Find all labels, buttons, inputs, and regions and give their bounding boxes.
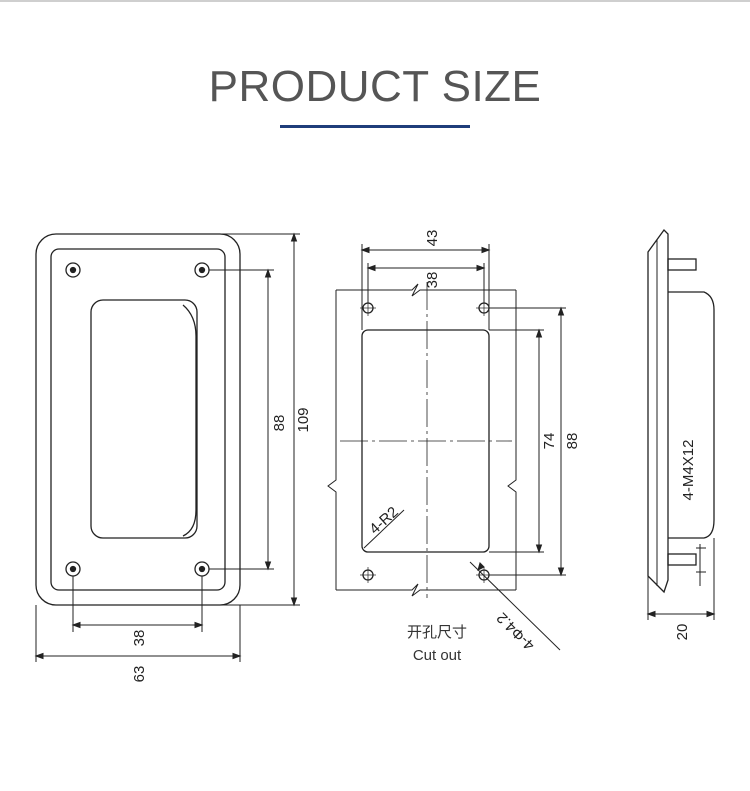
panel-bottom-break-line [336,583,516,597]
panel-right-break-line [507,290,517,590]
cutout-opening-height-label: 74 [541,433,558,450]
front-recess [90,299,198,539]
thread-spec-label: 4-M4X12 [680,440,697,501]
cutout-hole [360,300,492,583]
page-title: PRODUCT SIZE [208,62,542,111]
hole-diameter-label: 4-Φ4.2 [493,609,538,654]
top-divider-line [0,0,750,2]
front-recess-lip [182,304,197,537]
panel-top-break-line [336,283,516,297]
front-inner-frame [50,248,226,591]
mounting-hole [65,262,210,577]
front-outer-frame [35,233,241,606]
side-flange [647,229,669,594]
cutout-opening [361,329,490,553]
cutout-hole-spacing-h-label: 38 [424,272,441,289]
side-depth-label: 20 [674,624,691,641]
corner-radius-label: 4-R2 [366,503,402,537]
cutout-view: 43 38 74 88 4-R2 4-Φ4.2 开孔尺寸 Cut out [327,230,581,664]
cutout-caption-english: Cut out [413,647,462,664]
title-underline [280,125,470,128]
front-width-label: 63 [131,666,148,683]
front-hole-spacing-h-label: 38 [131,630,148,647]
front-height-label: 109 [295,407,312,432]
stud-screw [667,258,697,566]
side-body [668,291,715,539]
cutout-width-label: 43 [424,230,441,247]
front-view: 38 63 88 109 [34,232,312,683]
panel-left-break-line [327,290,337,590]
side-view: 4-M4X12 20 [646,229,716,641]
cutout-caption-chinese: 开孔尺寸 [407,624,467,641]
front-hole-spacing-v-label: 88 [271,415,288,432]
cutout-hole-spacing-v-label: 88 [564,433,581,450]
